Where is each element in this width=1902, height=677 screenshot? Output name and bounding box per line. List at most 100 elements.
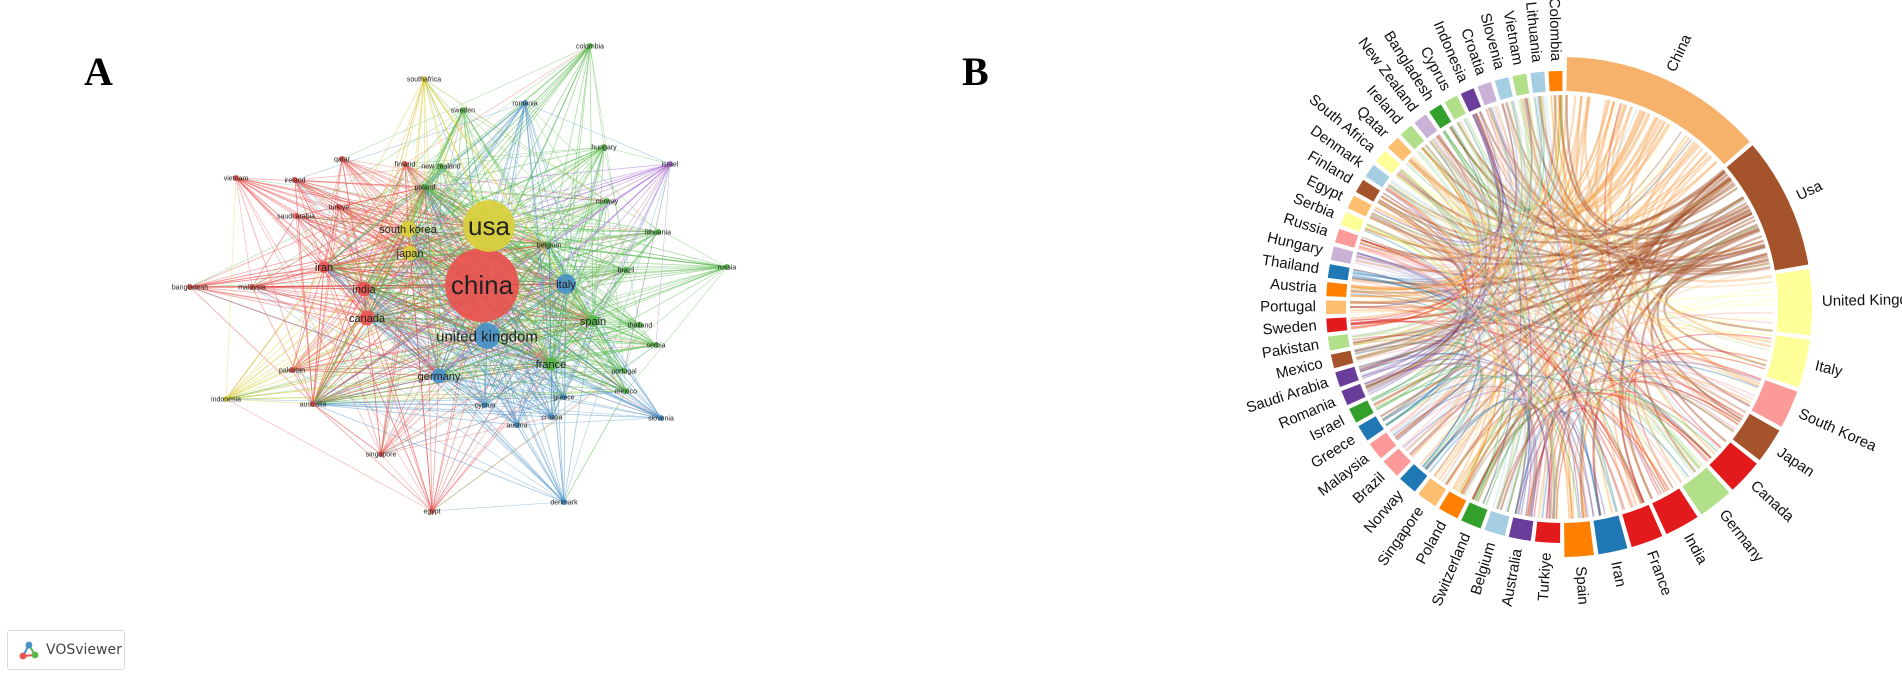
network-edge: [548, 244, 553, 418]
network-node-serbia: [653, 342, 659, 348]
network-edge: [363, 102, 526, 290]
chord-label: United Kingdom: [1822, 291, 1902, 310]
network-node-italy: [556, 274, 576, 294]
network-edge: [486, 335, 565, 398]
chord-link: [1424, 144, 1695, 474]
network-node-label: thailand: [628, 322, 653, 329]
network-edge: [363, 228, 409, 290]
network-node-label: singapore: [366, 451, 397, 458]
chord-link: [1350, 295, 1457, 313]
network-edge: [431, 284, 483, 512]
chord-arc-portugal: [1326, 300, 1347, 315]
network-edge: [295, 109, 464, 217]
network-node-poland: [422, 184, 428, 190]
chord-arc-russia: [1335, 228, 1359, 248]
chord-link: [1558, 94, 1749, 240]
network-edge: [404, 163, 608, 202]
chord-link: [1381, 140, 1487, 420]
chord-link: [1494, 95, 1560, 205]
network-edge: [291, 344, 657, 371]
network-edge: [323, 266, 567, 285]
network-node-israel: [667, 161, 673, 167]
chord-link: [1463, 377, 1741, 496]
network-edge: [294, 179, 567, 285]
network-edge: [366, 317, 552, 365]
network-edge: [295, 215, 567, 285]
network-edge: [481, 284, 565, 503]
network-edge: [312, 165, 442, 405]
network-edge: [550, 200, 608, 365]
chord-arc-belgium: [1484, 511, 1510, 536]
network-edge: [363, 288, 440, 377]
chord-link: [1457, 400, 1516, 501]
chord-link: [1417, 150, 1519, 510]
network-edge: [438, 45, 591, 377]
chord-link: [1412, 350, 1765, 458]
network-edge: [291, 158, 343, 371]
network-edge: [291, 320, 594, 371]
network-edge: [294, 179, 411, 254]
chord-link: [1663, 253, 1768, 367]
network-edge: [312, 403, 662, 419]
network-edge: [486, 324, 641, 337]
network-edge: [565, 283, 662, 419]
chord-link: [1386, 98, 1533, 427]
network-edge: [438, 266, 728, 377]
chord-label: Australia: [1499, 547, 1526, 608]
chord-link: [1428, 398, 1530, 515]
network-edge: [438, 320, 594, 377]
network-edge: [551, 283, 567, 418]
chord-link: [1419, 96, 1591, 466]
network-edge: [323, 252, 411, 268]
network-edge: [424, 163, 671, 188]
network-edge: [189, 228, 409, 288]
chord-link: [1356, 252, 1532, 516]
chord-link: [1356, 212, 1753, 361]
network-edge: [363, 109, 464, 290]
chord-link: [1429, 140, 1751, 406]
network-edge: [366, 266, 728, 319]
chord-arc-iran: [1593, 515, 1628, 555]
network-edge: [323, 186, 426, 268]
network-edge: [438, 375, 518, 426]
chord-link: [1366, 188, 1471, 392]
network-edge: [225, 186, 426, 400]
network-edge: [189, 286, 553, 418]
chord-link: [1366, 201, 1468, 390]
chord-link: [1421, 146, 1555, 519]
network-node-label: lithuania: [645, 229, 671, 236]
chord-arc-spain: [1564, 521, 1594, 557]
network-edge: [323, 266, 488, 337]
network-edge: [407, 228, 657, 346]
chord-link: [1663, 303, 1774, 387]
network-edge: [592, 320, 627, 392]
network-edge: [380, 453, 433, 512]
chord-link: [1527, 97, 1555, 519]
network-edge: [407, 228, 625, 372]
network-edge: [341, 158, 409, 230]
chord-link: [1390, 174, 1479, 244]
network-edge: [424, 186, 433, 512]
chord-link: [1487, 107, 1770, 273]
network-edge: [312, 283, 567, 405]
network-edge: [625, 231, 659, 271]
network-edge: [565, 200, 608, 285]
chord-link: [1366, 206, 1468, 263]
chord-link: [1559, 94, 1718, 222]
network-edge: [363, 288, 565, 398]
network-edge: [323, 266, 488, 337]
network-edge: [294, 179, 368, 319]
chord-link: [1352, 334, 1642, 505]
network-edge: [363, 288, 433, 512]
network-edge: [407, 228, 553, 418]
network-edge: [524, 102, 671, 165]
network-node-label: austria: [506, 422, 527, 429]
chord-link: [1350, 212, 1753, 304]
chord-link: [1352, 168, 1472, 281]
chord-arc-south-africa: [1376, 150, 1401, 174]
network-edge: [295, 206, 340, 217]
network-edge: [380, 186, 426, 455]
chord-arc-australia: [1508, 517, 1534, 541]
chord-link: [1371, 365, 1483, 469]
chord-label: South Korea: [1796, 405, 1880, 455]
